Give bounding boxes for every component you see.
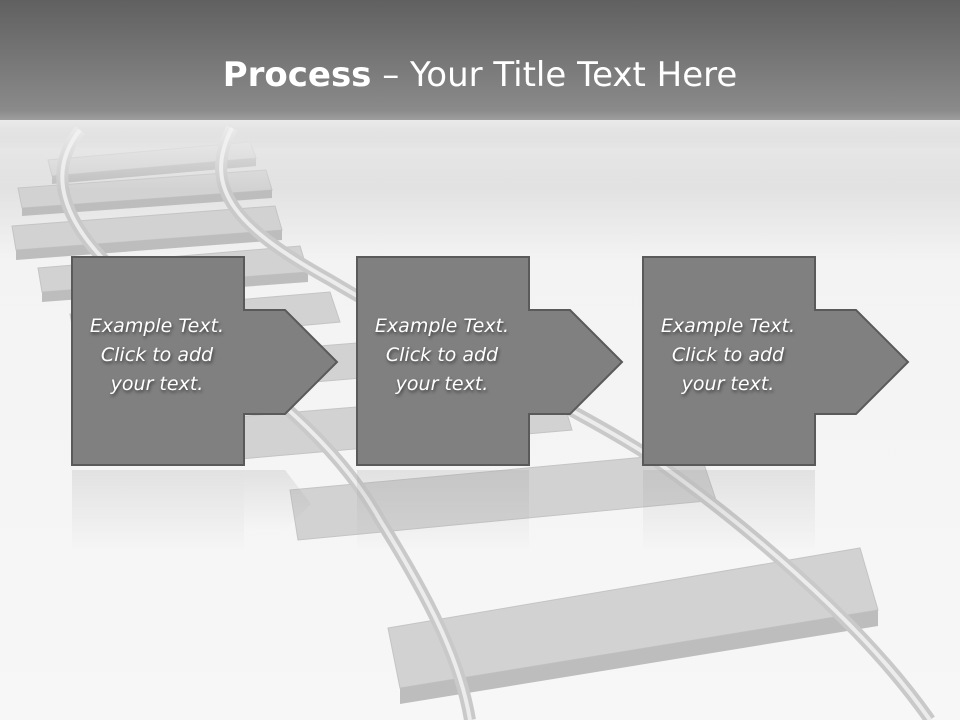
slide-title[interactable]: Process – Your Title Text Here <box>0 52 960 98</box>
step-line: Click to add <box>671 344 785 366</box>
step-text[interactable]: Example Text. Click to add your text. <box>71 312 243 399</box>
step-line: Example Text. <box>89 315 225 337</box>
step-line: your text. <box>395 373 489 395</box>
step-line: Example Text. <box>374 315 510 337</box>
step-reflection <box>72 470 311 550</box>
step-arrow-shape <box>71 256 339 466</box>
step-line: Example Text. <box>660 315 796 337</box>
step-line: Click to add <box>100 344 214 366</box>
step-reflection <box>643 470 815 550</box>
title-bold: Process <box>222 55 372 95</box>
step-arrow-shape <box>356 256 624 466</box>
step-line: your text. <box>110 373 204 395</box>
step-arrow-shape <box>642 256 910 466</box>
process-step-3[interactable]: Example Text. Click to add your text. <box>642 256 922 468</box>
step-reflection <box>357 470 529 550</box>
step-text[interactable]: Example Text. Click to add your text. <box>356 312 528 399</box>
step-line: Click to add <box>385 344 499 366</box>
step-line: your text. <box>681 373 775 395</box>
step-text[interactable]: Example Text. Click to add your text. <box>642 312 814 399</box>
process-step-2[interactable]: Example Text. Click to add your text. <box>356 256 636 468</box>
process-step-1[interactable]: Example Text. Click to add your text. <box>71 256 351 468</box>
title-rest: – Your Title Text Here <box>371 55 738 95</box>
